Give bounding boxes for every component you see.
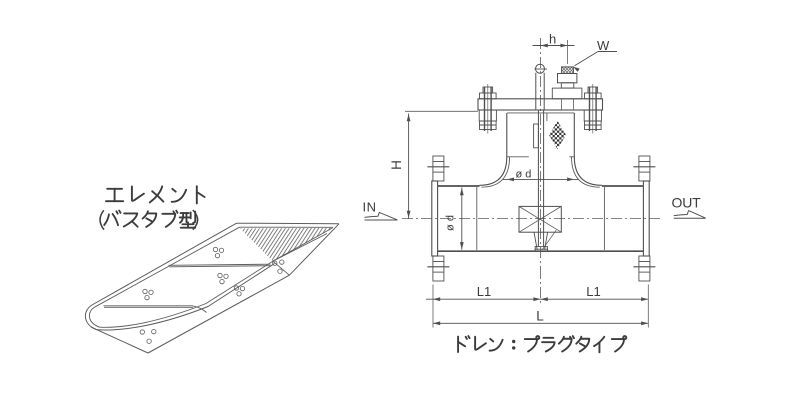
svg-text:OUT: OUT (672, 195, 702, 211)
svg-text:H: H (389, 160, 404, 170)
svg-text:ø d: ø d (445, 215, 457, 231)
svg-text:ø d: ø d (516, 168, 532, 180)
svg-text:L1: L1 (586, 284, 600, 299)
svg-text:L: L (536, 309, 544, 324)
svg-text:L1: L1 (477, 284, 491, 299)
svg-text:h: h (549, 32, 556, 47)
svg-text:W: W (597, 38, 610, 53)
svg-text:IN: IN (363, 200, 377, 215)
